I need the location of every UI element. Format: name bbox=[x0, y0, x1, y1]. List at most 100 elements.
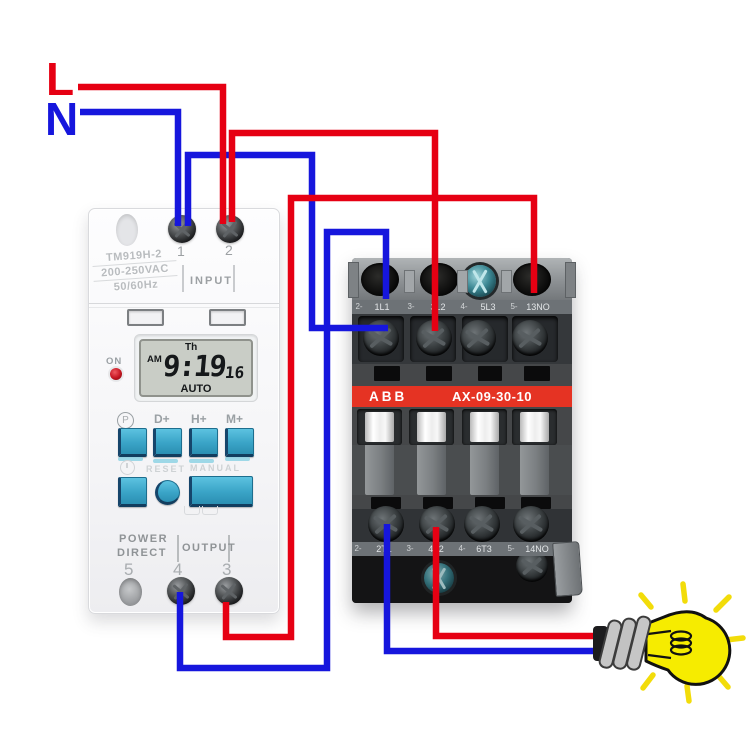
minute-plus-button bbox=[225, 428, 254, 457]
round-button bbox=[155, 480, 180, 505]
on-label: ON bbox=[106, 356, 123, 367]
pin-label: 2- bbox=[354, 544, 362, 553]
pin-label: 3- bbox=[406, 544, 414, 553]
terminal-1L1-screw bbox=[363, 320, 399, 356]
vent-mark bbox=[202, 506, 218, 515]
input-terminal-1-screw bbox=[168, 215, 196, 243]
lcd-display: Th AM 9:19 16 AUTO bbox=[134, 334, 258, 402]
panel-strip bbox=[225, 457, 250, 461]
terminal-label-13NO: 13NO bbox=[526, 302, 550, 312]
bulb-contact-tip bbox=[593, 626, 608, 661]
contact-carrier bbox=[365, 445, 394, 495]
vent-slot bbox=[127, 309, 164, 326]
bulb-screw-base bbox=[598, 615, 652, 671]
terminal-4T2-screw bbox=[419, 506, 455, 542]
input-terminal-2-screw bbox=[216, 215, 244, 243]
terminal-label-14NO: 14NO bbox=[525, 544, 549, 554]
bulb-filament bbox=[647, 629, 693, 660]
output-terminal-5-hole bbox=[119, 578, 142, 606]
program-icon: P bbox=[117, 412, 134, 429]
pin-label: 4- bbox=[458, 544, 466, 553]
lcd-meridiem: AM bbox=[147, 354, 162, 365]
reset-label: RESET bbox=[146, 464, 187, 474]
terminal-label-2T1: 2T1 bbox=[376, 544, 392, 554]
program-button bbox=[118, 428, 147, 457]
divider bbox=[233, 265, 235, 292]
timer-switch: TM919H-2 200-250VAC 50/60Hz 1 2 INPUT ON… bbox=[88, 208, 280, 614]
contact-carrier bbox=[417, 445, 446, 495]
wire-live-to-timer-input-2 bbox=[78, 83, 227, 224]
brand-band: ABB AX-09-30-10 bbox=[352, 386, 572, 407]
base-screw bbox=[516, 556, 548, 582]
output-terminal-4-screw bbox=[167, 577, 195, 605]
pin-label: 2- bbox=[355, 302, 363, 311]
bottom-terminal-strip: 2- 2T1 3- 4T2 4- 6T3 5- 14NO bbox=[352, 542, 572, 556]
divider bbox=[182, 265, 184, 292]
case-seam bbox=[89, 303, 279, 308]
carrier-row bbox=[352, 445, 572, 495]
contact-window bbox=[357, 409, 402, 445]
lcd-time: 9:19 bbox=[161, 349, 227, 383]
vent-slot bbox=[209, 309, 246, 326]
contact-plunger bbox=[470, 412, 499, 442]
pin-label: 3- bbox=[407, 302, 415, 311]
contact-window bbox=[409, 409, 454, 445]
separator-tab bbox=[457, 270, 468, 293]
power-label: POWER bbox=[119, 533, 169, 545]
bulb-glass bbox=[644, 610, 732, 686]
contact-window bbox=[462, 409, 507, 445]
lcd-screen: Th AM 9:19 16 AUTO bbox=[139, 339, 253, 397]
top-terminal-strip: 2- 1L1 3- 3L2 4- 5L3 5- 13NO bbox=[352, 300, 572, 314]
contact-plunger bbox=[520, 412, 549, 442]
hour-plus-button bbox=[189, 428, 218, 457]
terminal-6T3-screw bbox=[464, 506, 500, 542]
pin-label: 4- bbox=[460, 302, 468, 311]
power-led bbox=[110, 368, 122, 380]
live-label: L bbox=[46, 53, 75, 105]
brand-logo: ABB bbox=[369, 389, 408, 404]
terminal-13NO-top-hole bbox=[513, 263, 551, 296]
neutral-label: N bbox=[45, 93, 79, 145]
terminal-3L2-screw bbox=[416, 320, 452, 356]
mount-ear bbox=[565, 262, 576, 298]
output-label: OUTPUT bbox=[182, 542, 237, 554]
mount-ear bbox=[348, 262, 359, 298]
panel-strip bbox=[118, 457, 143, 461]
manual-label: MANUAL bbox=[190, 463, 241, 473]
timer-model-block: TM919H-2 200-250VAC 50/60Hz bbox=[91, 246, 179, 296]
pin-label: 5- bbox=[507, 544, 515, 553]
minute-plus-label: M+ bbox=[226, 412, 244, 426]
reset-button bbox=[118, 477, 147, 507]
panel-strip bbox=[153, 459, 178, 463]
coil-terminal-screw bbox=[464, 265, 496, 297]
output-terminal-3-screw bbox=[215, 577, 243, 605]
terminal-label-1L1: 1L1 bbox=[374, 302, 390, 312]
terminal-1L1-top-hole bbox=[361, 263, 399, 296]
clock-icon bbox=[120, 460, 135, 475]
input-label: INPUT bbox=[190, 275, 233, 287]
coil-terminal-A2-screw bbox=[424, 563, 454, 593]
contactor: 2- 1L1 3- 3L2 4- 5L3 5- 13NO ABB AX-09-3… bbox=[348, 258, 583, 603]
vent bbox=[426, 366, 452, 381]
vent bbox=[524, 366, 550, 381]
program-button-label: P bbox=[117, 410, 134, 429]
mount-slot bbox=[116, 214, 138, 246]
hour-plus-label: H+ bbox=[191, 412, 207, 426]
day-plus-button bbox=[153, 428, 182, 457]
terminal-3L2-top-hole bbox=[420, 263, 458, 296]
day-plus-label: D+ bbox=[154, 412, 170, 426]
output-terminal-5-number: 5 bbox=[124, 560, 134, 579]
terminal-2T1-screw bbox=[368, 506, 404, 542]
contact-window bbox=[512, 409, 557, 445]
lcd-mode: AUTO bbox=[180, 383, 212, 395]
pin-label: 5- bbox=[510, 302, 518, 311]
separator-tab bbox=[501, 270, 512, 293]
terminal-label-5L3: 5L3 bbox=[480, 302, 496, 312]
direct-label: DIRECT bbox=[117, 547, 167, 559]
din-clip-lever bbox=[552, 541, 583, 597]
contactor-model: AX-09-30-10 bbox=[452, 389, 532, 404]
divider bbox=[177, 535, 179, 562]
manual-button bbox=[189, 476, 253, 507]
terminal-label-3L2: 3L2 bbox=[430, 302, 446, 312]
